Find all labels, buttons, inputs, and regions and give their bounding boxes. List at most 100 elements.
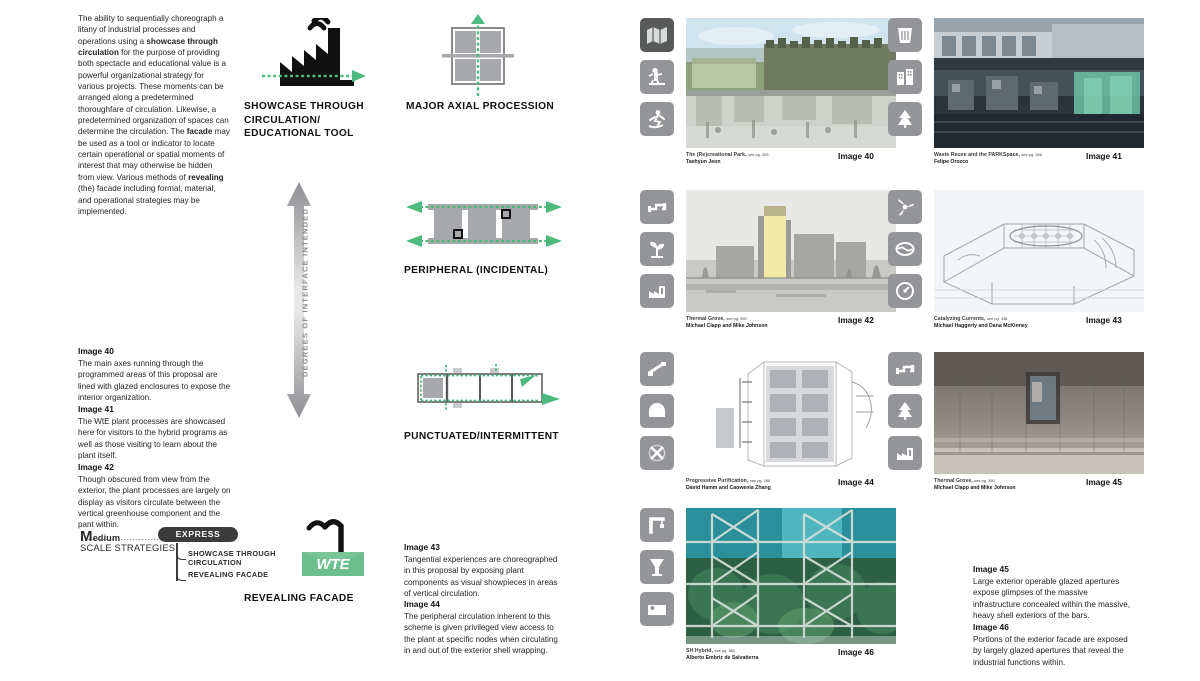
express-pill: EXPRESS <box>158 527 238 542</box>
icon-column <box>640 18 676 144</box>
project-caption: The (Re)creational Park, see pg. 326 <box>686 152 769 158</box>
project-authors: Michael Clapp and Mike Johnson <box>934 485 1016 491</box>
project-photo <box>934 18 1144 148</box>
project-photo <box>934 190 1144 312</box>
image-number: Image 46 <box>838 647 874 657</box>
caption-heading: Image 40 <box>78 346 114 356</box>
project-caption: Waste Reuse and the PARKSpace, see pg. 3… <box>934 152 1042 158</box>
tree-icon[interactable] <box>888 394 922 428</box>
image-number: Image 42 <box>838 315 874 325</box>
project-authors: David Hamm and Caowenia Zhang <box>686 485 771 491</box>
caption-heading: Image 46 <box>973 622 1009 632</box>
turbine-icon[interactable] <box>888 190 922 224</box>
pipe-icon[interactable] <box>888 352 922 386</box>
plant-sprout-icon[interactable] <box>640 232 674 266</box>
image-number: Image 41 <box>1086 151 1122 161</box>
building-icon[interactable] <box>888 60 922 94</box>
caption-heading: Image 44 <box>404 599 440 609</box>
wte-label: WTE <box>316 556 350 573</box>
grid-cell-image-41: Waste Reuse and the PARKSpace, see pg. 3… <box>888 18 1148 165</box>
caption-image-40: Image 40 The main axes running through t… <box>78 345 236 403</box>
project-photo <box>686 352 896 474</box>
icon-column <box>640 352 676 478</box>
project-caption: Catalyzing Currents, see pg. 338 <box>934 316 1008 322</box>
factory-sawtooth-icon <box>262 14 367 88</box>
project-authors: Michael Haggerty and Dana McKinney <box>934 323 1028 329</box>
grid-cell-image-40: The (Re)creational Park, see pg. 326 Tae… <box>640 18 900 165</box>
caption-image-42: Image 42 Though obscured from view from … <box>78 461 236 531</box>
factory-chart-icon[interactable] <box>888 436 922 470</box>
caption-image-43: Image 43 Tangential experiences are chor… <box>404 541 564 599</box>
bed-icon[interactable] <box>640 592 674 626</box>
project-authors: Taehyun Jeon <box>686 159 721 165</box>
project-photo <box>686 18 896 148</box>
tank-icon[interactable] <box>888 232 922 266</box>
conveyor-icon[interactable] <box>640 352 674 386</box>
icon-column <box>640 508 676 634</box>
icon-column <box>640 190 676 316</box>
person-pushing-icon[interactable] <box>640 60 674 94</box>
caption-text: Though obscured from view from the exter… <box>78 475 231 530</box>
image-number: Image 45 <box>1086 477 1122 487</box>
icon-column <box>888 190 924 316</box>
wte-block-icon: WTE <box>296 516 384 578</box>
image-number: Image 44 <box>838 477 874 487</box>
segmented-bar-icon <box>404 362 574 414</box>
caption-image-44: Image 44 The peripheral circulation inhe… <box>404 598 564 656</box>
icon-column <box>888 18 924 144</box>
image-number: Image 40 <box>838 151 874 161</box>
grid-cell-image-42: Thermal Grove, see pg. 350 Michael Clapp… <box>640 190 900 329</box>
caption-image-46: Image 46 Portions of the exterior facade… <box>973 621 1133 668</box>
caption-text: The peripheral circulation inherent to t… <box>404 612 558 656</box>
scale-strategies-diagram: Medium SCALE STRATEGIES EXPRESS SHOWCASE… <box>80 527 275 600</box>
caption-heading: Image 42 <box>78 462 114 472</box>
no-waste-icon[interactable] <box>640 436 674 470</box>
pipe-icon[interactable] <box>640 190 674 224</box>
image-number: Image 43 <box>1086 315 1122 325</box>
caption-text: Tangential experiences are choreographed… <box>404 555 558 599</box>
diagram-label-4: PUNCTUATED/INTERMITTENT <box>404 431 560 442</box>
caption-text: The WtE plant processes are showcased he… <box>78 417 228 461</box>
scale-subtitle: SCALE STRATEGIES <box>80 542 176 553</box>
icon-column <box>888 352 924 478</box>
person-skate-icon[interactable] <box>640 102 674 136</box>
project-authors: Michael Clapp and Mike Johnson <box>686 323 768 329</box>
intro-paragraph-block: The ability to sequentially choreograph … <box>78 13 230 224</box>
glass-icon[interactable] <box>640 550 674 584</box>
recycle-bin-icon[interactable] <box>888 18 922 52</box>
caption-heading: Image 45 <box>973 564 1009 574</box>
caption-text: Portions of the exterior facade are expo… <box>973 635 1128 667</box>
three-blocks-bars-icon <box>404 196 564 252</box>
caption-text: Large exterior operable glazed apertures… <box>973 577 1131 621</box>
diagram-label-5: REVEALING FACADE <box>244 593 354 604</box>
grid-cell-image-46: SH Hybrid, see pg. 360 Alberto Embriz de… <box>640 508 900 661</box>
caption-image-45: Image 45 Large exterior operable glazed … <box>973 563 1133 621</box>
branch-label-1: SHOWCASE THROUGH CIRCULATION <box>188 549 276 567</box>
degrees-of-interface-label: DEGREES OF INTERFACE INTENDED <box>300 207 310 378</box>
diagram-label-3: PERIPHERAL (INCIDENTAL) <box>404 265 549 276</box>
factory-chart-icon[interactable] <box>640 274 674 308</box>
project-caption: Thermal Grove, see pg. 350 <box>686 316 747 322</box>
caption-image-41: Image 41 The WtE plant processes are sho… <box>78 403 236 461</box>
diagram-label-2: MAJOR AXIAL PROCESSION <box>406 101 555 112</box>
caption-heading: Image 41 <box>78 404 114 414</box>
map-fold-icon[interactable] <box>640 18 674 52</box>
caption-text: The main axes running through the progra… <box>78 359 231 403</box>
project-authors: Felipe Orozco <box>934 159 969 165</box>
project-caption: Progressive Purification, see pg. 286 <box>686 478 771 484</box>
filter-dome-icon[interactable] <box>640 394 674 428</box>
tree-icon[interactable] <box>888 102 922 136</box>
dotted-connector <box>82 539 232 540</box>
branch-elbow-1 <box>176 552 186 560</box>
crane-icon[interactable] <box>640 508 674 542</box>
branch-elbow-2 <box>176 573 186 581</box>
project-caption: Thermal Grove, see pg. 350 <box>934 478 995 484</box>
project-caption: SH Hybrid, see pg. 360 <box>686 648 735 654</box>
diagram-label-1: SHOWCASE THROUGH CIRCULATION/ EDUCATIONA… <box>244 101 364 139</box>
grid-cell-image-45: Thermal Grove, see pg. 350 Michael Clapp… <box>888 352 1148 491</box>
project-photo <box>934 352 1144 474</box>
project-authors: Alberto Embriz de Salvatierra <box>686 655 759 661</box>
gauge-icon[interactable] <box>888 274 922 308</box>
branch-stem <box>176 543 178 581</box>
